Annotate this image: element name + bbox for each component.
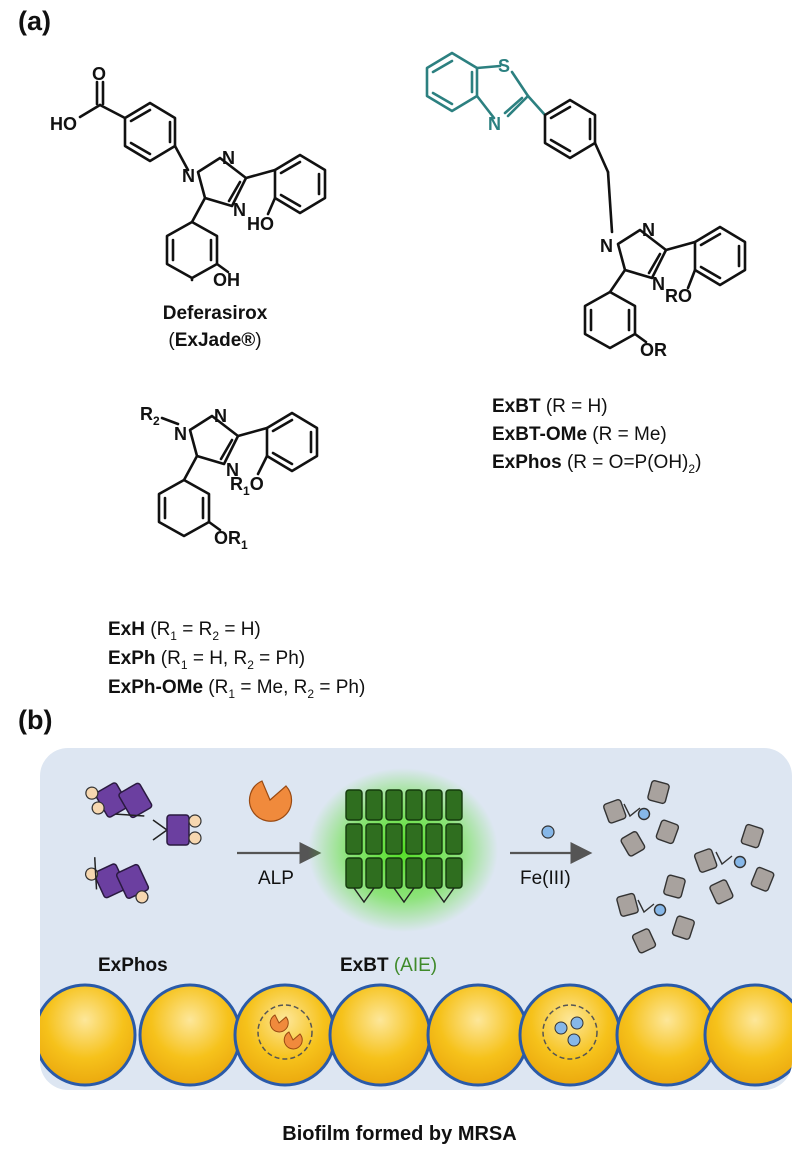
- atom-ro: RO: [665, 286, 692, 306]
- exph-line: ExPh (R1 = H, R2 = Ph): [108, 647, 306, 672]
- atom-n2: N: [642, 220, 655, 240]
- exph-ome-line: ExPh-OMe (R1 = Me, R2 = Ph): [108, 676, 366, 701]
- alp-enzyme-icon: [248, 780, 293, 822]
- atom-ho-right: HO: [247, 214, 274, 234]
- exh-line: ExH (R1 = R2 = H): [108, 619, 261, 643]
- atom-or: OR: [640, 340, 667, 360]
- atom-n4: N: [233, 200, 246, 220]
- exbt-structure: S N N N N OR RO: [425, 51, 747, 360]
- atom-n4: N: [226, 460, 239, 480]
- panel-a-structures: O HO N N N HO OH S N: [50, 51, 747, 552]
- atom-oh-left: OH: [213, 270, 240, 290]
- deferasirox-structure: O HO N N N HO OH: [50, 64, 327, 290]
- generic-legend: ExH (R1 = R2 = H) ExPh (R1 = H, R2 = Ph)…: [108, 619, 365, 700]
- biofilm-cells: [40, 983, 792, 1087]
- generic-structure: R2 N N N R1O OR1: [140, 404, 319, 552]
- atom-n-thiazole: N: [488, 114, 501, 134]
- biofilm-caption: Biofilm formed by MRSA: [282, 1123, 517, 1145]
- atom-s: S: [498, 56, 510, 76]
- exphos-label: ExPhos: [98, 955, 168, 976]
- deferasirox-name: Deferasirox: [162, 303, 268, 324]
- deferasirox-brand: (ExJade®): [168, 330, 262, 351]
- atom-r2: R2: [140, 404, 160, 428]
- exbt-aggregate: [308, 768, 498, 932]
- atom-n1: N: [174, 424, 187, 444]
- exbt-line: ExBT (R = H): [492, 396, 608, 417]
- atom-o: O: [92, 64, 106, 84]
- iron-dot-icon: [541, 825, 555, 839]
- exbt-legend: ExBT (R = H) ExBT-OMe (R = Me) ExPhos (R…: [492, 396, 701, 476]
- atom-n2: N: [222, 148, 235, 168]
- atom-n1: N: [182, 166, 195, 186]
- atom-n2: N: [214, 406, 227, 426]
- exphos-line: ExPhos (R = O=P(OH)2): [492, 452, 702, 476]
- exbt-ome-line: ExBT-OMe (R = Me): [492, 424, 667, 445]
- panel-b-scheme: [40, 748, 792, 1090]
- atom-r1o: R1O: [230, 474, 264, 498]
- panel-b-label: (b): [18, 705, 53, 735]
- exphos-molecules: [84, 782, 202, 904]
- atom-n1: N: [600, 236, 613, 256]
- fe-label: Fe(III): [520, 868, 571, 889]
- atom-n4: N: [652, 274, 665, 294]
- fe-complexes: [603, 780, 775, 954]
- exbt-aie-label: ExBT (AIE): [340, 955, 438, 976]
- alp-label: ALP: [258, 868, 294, 889]
- atom-ho: HO: [50, 114, 77, 134]
- atom-or1: OR1: [214, 528, 248, 552]
- panel-a-label: (a): [18, 6, 51, 36]
